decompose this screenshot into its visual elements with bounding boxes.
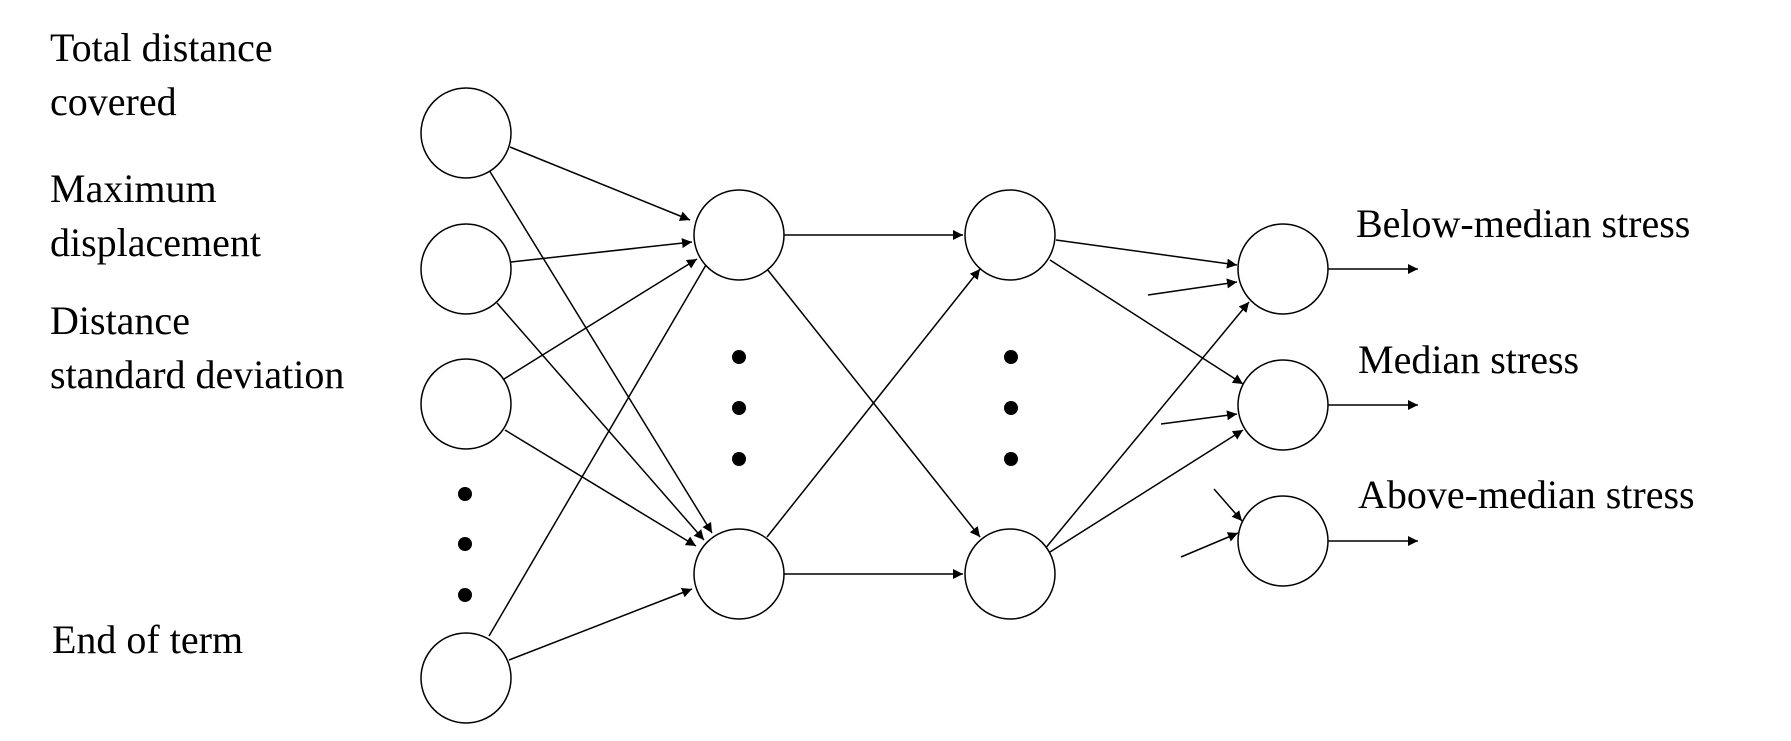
edge [1147, 278, 1238, 296]
input-label-line: standard deviation [50, 352, 345, 397]
edge [1213, 488, 1243, 522]
connections-input-to-hidden1 [488, 146, 714, 661]
edge [766, 268, 981, 538]
input-label-line: Maximum [50, 166, 217, 211]
edge [503, 258, 698, 380]
output-label-line: Median stress [1358, 337, 1580, 382]
edge [1180, 532, 1239, 558]
input-label-line: Total distance [50, 25, 273, 70]
output-label-below-median: Below-median stress [1356, 197, 1690, 251]
input-label-line: covered [50, 79, 177, 124]
ellipsis-dot [732, 452, 746, 466]
ellipsis-dot [1004, 401, 1018, 415]
edge [510, 238, 693, 263]
input-node [420, 223, 512, 315]
edge [509, 146, 691, 221]
input-node [420, 358, 512, 450]
output-arrows [1328, 264, 1418, 546]
input-layer [420, 87, 512, 724]
hidden-layer-2 [964, 189, 1056, 620]
edge [504, 429, 697, 547]
ellipsis-dot [732, 350, 746, 364]
edge [488, 169, 713, 534]
edge [488, 252, 714, 637]
output-label-line: Below-median stress [1356, 201, 1691, 246]
output-layer [1237, 223, 1329, 587]
ellipsis-dot [1004, 452, 1018, 466]
edge [1055, 239, 1238, 269]
edge [1049, 259, 1244, 385]
ellipsis-dot [458, 487, 472, 501]
ellipsis-dots-input [458, 487, 472, 602]
connections-hidden1-to-hidden2 [766, 230, 981, 579]
output-node [1237, 495, 1329, 587]
output-node [1237, 359, 1329, 451]
input-label-maximum-displacement: Maximum displacement [50, 162, 261, 270]
input-label-line: End of term [52, 617, 244, 662]
output-label-median: Median stress [1358, 333, 1579, 387]
output-node [1237, 223, 1329, 315]
input-label-distance-std: Distance standard deviation [50, 294, 344, 402]
edge [496, 302, 705, 541]
hidden-node [964, 528, 1056, 620]
edge [508, 587, 693, 661]
output-label-above-median: Above-median stress [1358, 468, 1695, 522]
ellipsis-dot [732, 401, 746, 415]
input-node [420, 87, 512, 179]
edge [1049, 429, 1244, 553]
input-label-end-of-term: End of term [52, 613, 243, 667]
hidden-node [693, 189, 785, 281]
ellipsis-dots-hidden2 [1004, 350, 1018, 466]
input-label-total-distance: Total distance covered [50, 21, 273, 129]
edge [1043, 301, 1250, 551]
hidden-node [964, 189, 1056, 281]
connections-hidden2-to-output [1043, 239, 1250, 558]
input-label-line: displacement [50, 220, 262, 265]
output-label-line: Above-median stress [1358, 472, 1695, 517]
input-label-line: Distance [50, 298, 190, 343]
input-node [420, 632, 512, 724]
ellipsis-dot [458, 537, 472, 551]
hidden-node [693, 528, 785, 620]
ellipsis-dot [1004, 350, 1018, 364]
ellipsis-dots-hidden1 [732, 350, 746, 466]
ellipsis-dot [458, 588, 472, 602]
edge [1160, 410, 1238, 425]
hidden-layer-1 [693, 189, 785, 620]
